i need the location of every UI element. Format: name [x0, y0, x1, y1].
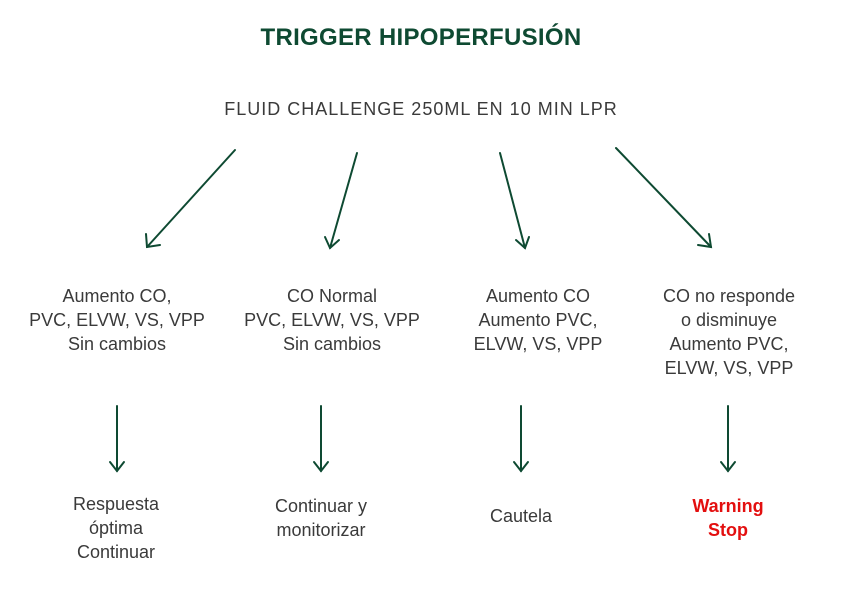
branch-2-line: PVC, ELVW, VS, VPP	[244, 310, 420, 330]
outcome-1-line: óptima	[88, 518, 144, 538]
branch-2-line: CO Normal	[286, 286, 377, 306]
outcome-4-warning: Warning Stop	[648, 494, 808, 542]
outcome-1-line: Respuesta	[72, 494, 160, 514]
branch-4-line: ELVW, VS, VPP	[664, 358, 794, 378]
fluid-challenge-label: FLUID CHALLENGE 250ML EN 10 MIN LPR	[224, 99, 618, 119]
arrow-to-branch-3	[499, 152, 530, 250]
outcome-3-line: Cautela	[489, 506, 553, 526]
outcome-1: Respuesta óptima Continuar	[36, 492, 196, 564]
branch-3-condition: Aumento CO Aumento PVC, ELVW, VS, VPP	[453, 284, 623, 356]
branch-2-line: Sin cambios	[282, 334, 382, 354]
branch-3-line: Aumento PVC,	[478, 310, 598, 330]
branch-1-line: PVC, ELVW, VS, VPP	[29, 310, 205, 330]
arrow-to-outcome-2	[313, 405, 329, 473]
branch-3-line: ELVW, VS, VPP	[473, 334, 603, 354]
branch-4-condition: CO no responde o disminuye Aumento PVC, …	[639, 284, 819, 380]
branch-4-line: o disminuye	[680, 310, 778, 330]
outcome-2-line: Continuar y	[274, 496, 368, 516]
warning-label: Warning	[692, 496, 764, 516]
stop-label: Stop	[708, 520, 748, 540]
arrow-to-outcome-4	[720, 405, 736, 473]
branch-1-line: Aumento CO,	[62, 286, 172, 306]
outcome-3: Cautela	[441, 504, 601, 528]
arrow-to-branch-2	[324, 152, 358, 250]
branch-1-condition: Aumento CO, PVC, ELVW, VS, VPP Sin cambi…	[27, 284, 207, 356]
outcome-1-line: Continuar	[76, 542, 156, 562]
arrow-to-outcome-1	[109, 405, 125, 473]
outcome-2-line: monitorizar	[276, 520, 366, 540]
diagram-title: TRIGGER HIPOPERFUSIÓN	[260, 24, 582, 51]
arrow-to-outcome-3	[513, 405, 529, 473]
outcome-2: Continuar y monitorizar	[241, 494, 401, 542]
branch-4-line: Aumento PVC,	[669, 334, 789, 354]
arrow-to-branch-1	[145, 149, 236, 249]
arrow-to-branch-4	[615, 147, 713, 249]
branch-4-line: CO no responde	[662, 286, 796, 306]
branch-1-line: Sin cambios	[67, 334, 167, 354]
branch-3-line: Aumento CO	[485, 286, 591, 306]
branch-2-condition: CO Normal PVC, ELVW, VS, VPP Sin cambios	[236, 284, 428, 356]
